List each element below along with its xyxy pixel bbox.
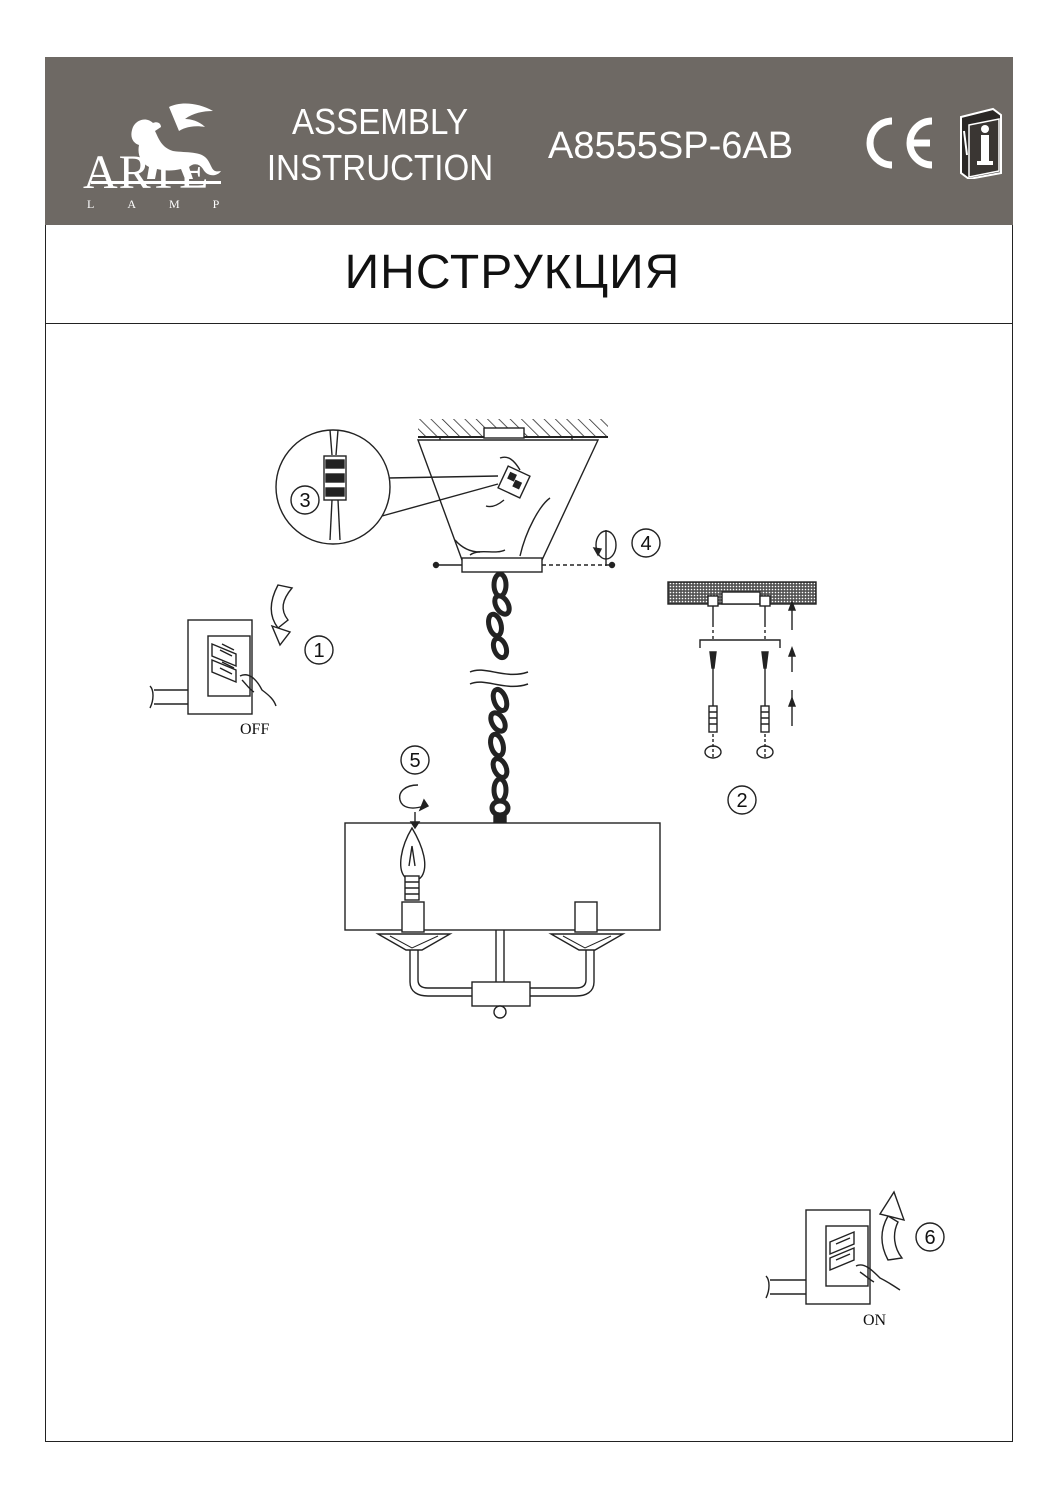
candle-bulb [400,826,426,901]
ceiling-mounting-plate [483,427,525,439]
wire-connector-icon [323,429,347,541]
brand-subtitle: LAMP [87,197,253,211]
wall-plug-right [756,651,774,759]
drip-pan-left [375,933,453,951]
candle-holder-left [401,901,425,933]
doc-type-line-2: INSTRUCTION [266,147,494,188]
chandelier-arms [409,930,595,997]
turn-off-arrow-icon [270,584,294,647]
griffin-logo-icon [91,103,221,184]
step-number-4: 4 [640,533,651,555]
wall-switch-off [149,619,277,715]
step-number-5: 5 [409,750,420,772]
wall-plug-left [704,651,722,759]
suspension-chain [486,571,512,818]
brand-name: ARTE [83,146,210,199]
lamp-shade [344,822,661,931]
step-circle-3 [290,485,320,515]
switch-on-label: ON [863,1312,887,1329]
model-number: A8555SP-6AB [548,125,794,167]
rotate-arrow-icon [592,530,617,566]
step-circle-2 [727,785,757,815]
header-band: ARTE LAMP ASSEMBLY INSTRUCTION A8555SP-6… [45,57,1013,225]
step-number-3: 3 [299,490,310,512]
drip-pan-right [548,933,626,951]
step-number-1: 1 [313,640,324,662]
wall-switch-on [765,1209,901,1305]
step-circle-1 [304,635,334,665]
step-circle-6 [915,1222,945,1252]
step-circle-5 [400,745,430,775]
switch-off-label: OFF [240,721,269,738]
terminal-block [485,456,531,508]
step-circle-4 [631,528,661,558]
step-number-2: 2 [736,790,747,812]
doc-type-line-1: ASSEMBLY [291,101,469,142]
screw-in-bulb-arrow-icon [398,784,430,830]
title-band: ИНСТРУКЦИЯ [45,225,1013,324]
insert-arrows-icon [787,600,797,726]
ceiling-fixing-detail [667,581,817,648]
read-instructions-icon [960,107,1002,179]
candle-holder-right [574,901,598,933]
center-hub [471,981,531,1007]
page-title: ИНСТРУКЦИЯ [344,246,681,299]
canopy-base [461,557,543,573]
step-number-6: 6 [924,1227,935,1249]
ce-mark-icon: CE [866,117,933,169]
turn-on-arrow-icon [878,1190,906,1261]
document-type: ASSEMBLY INSTRUCTION [265,99,495,191]
